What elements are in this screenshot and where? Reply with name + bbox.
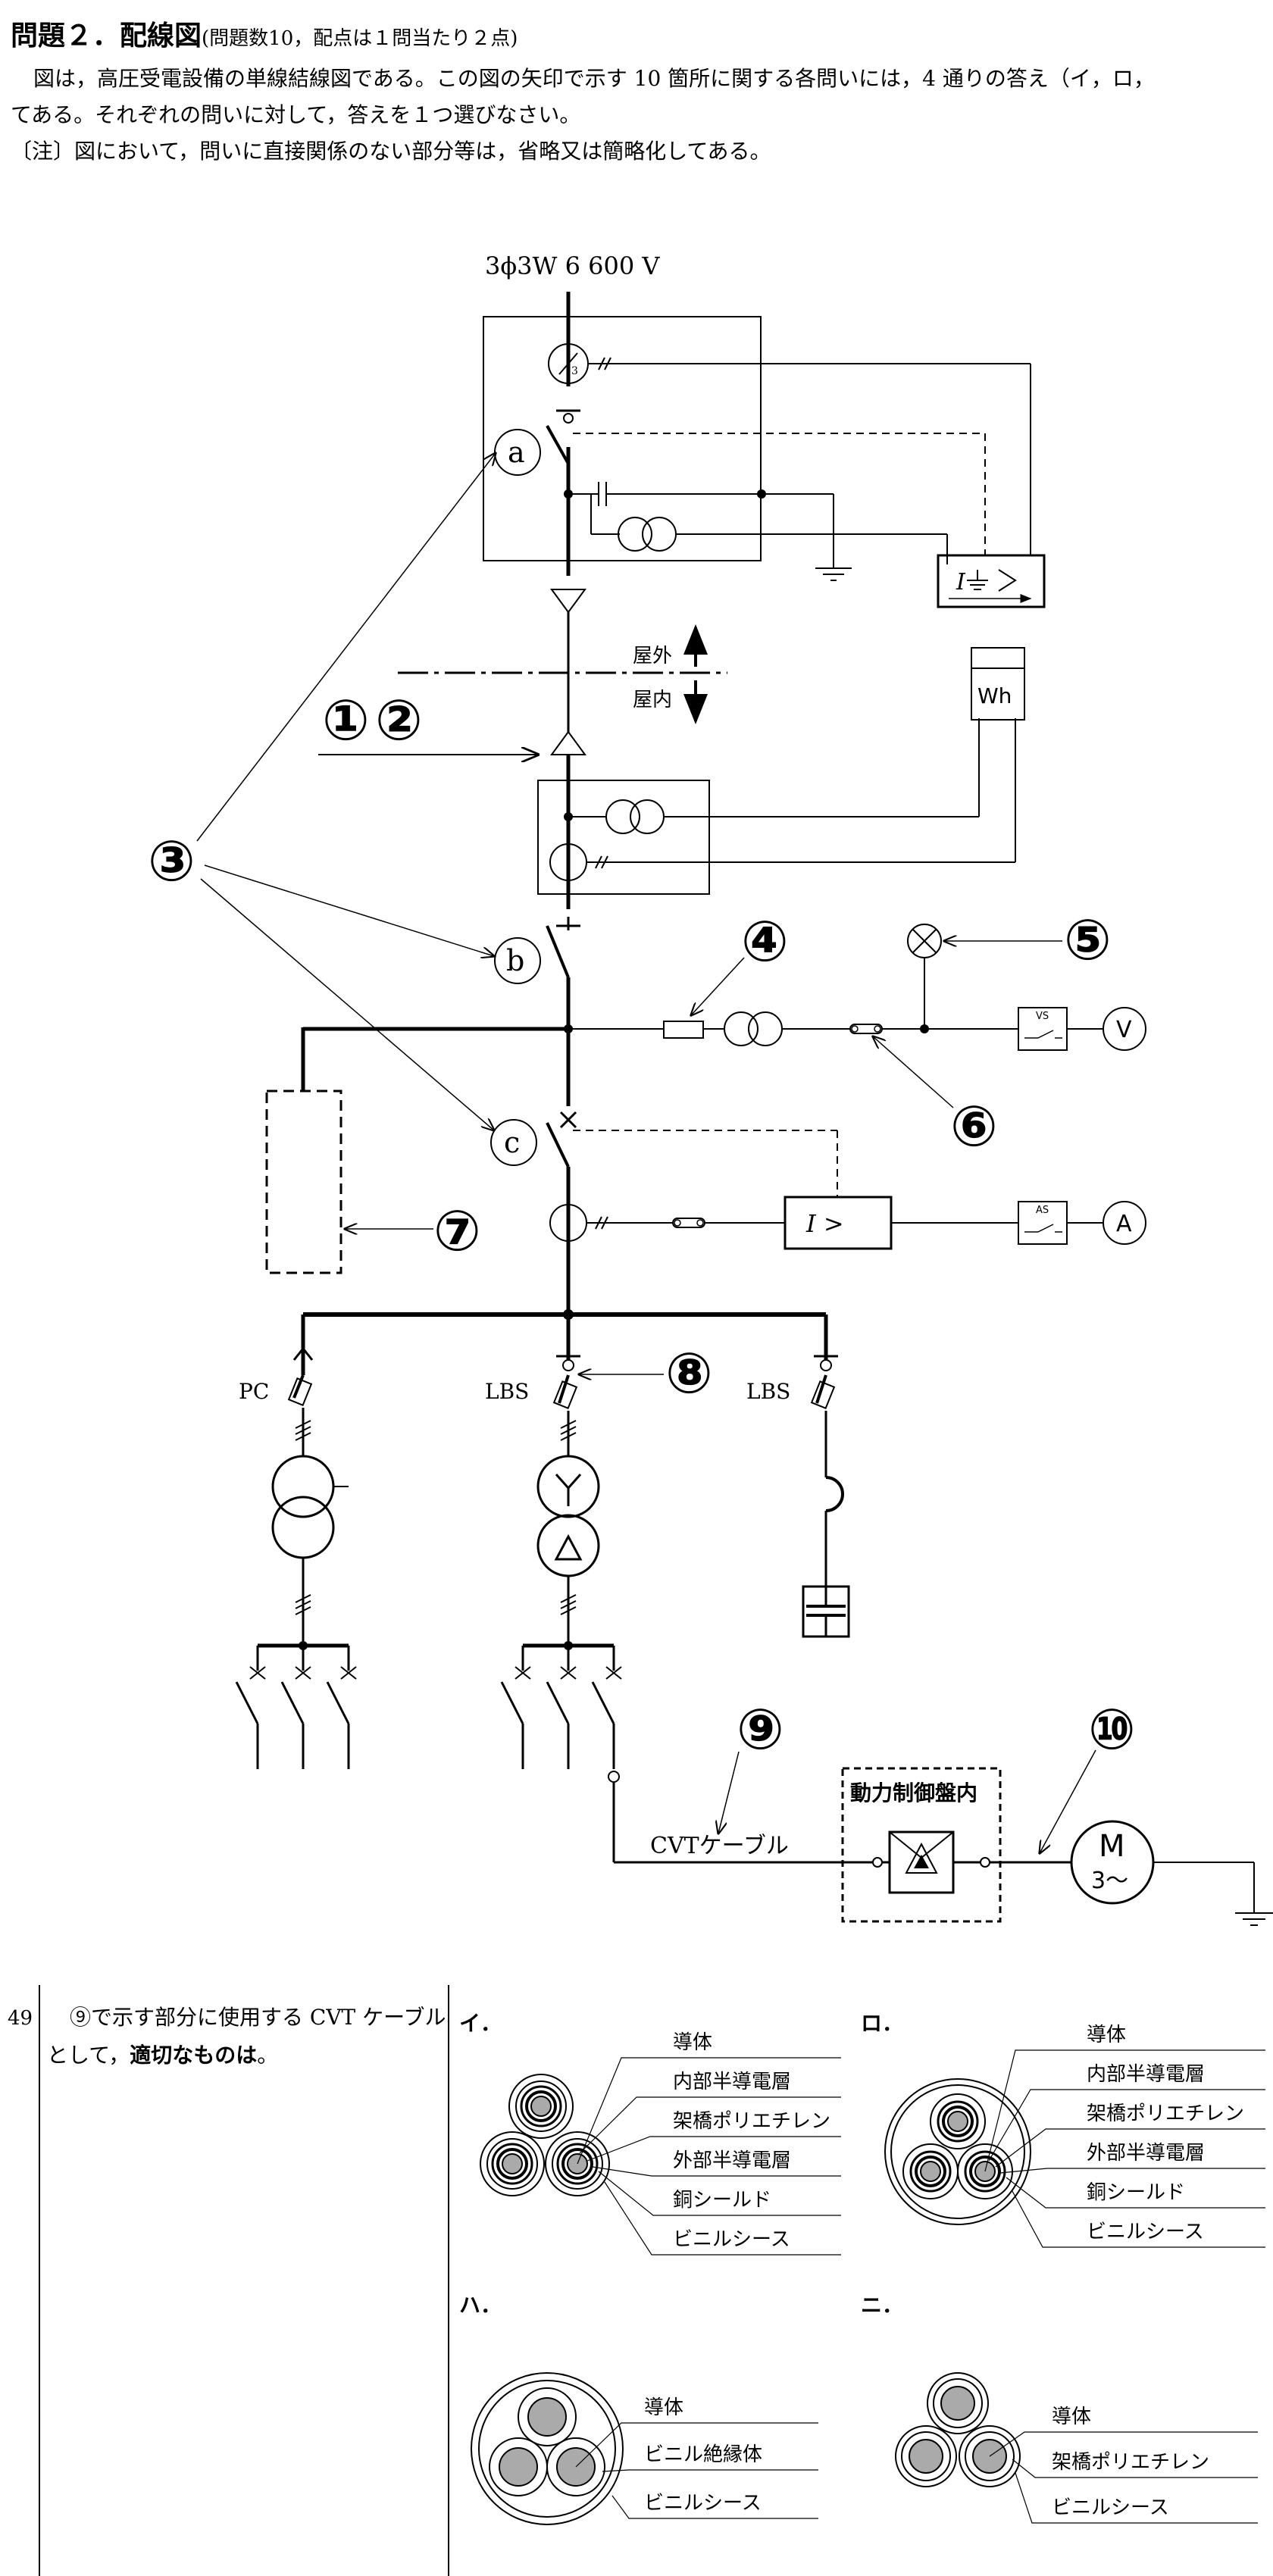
supply-label: 3ϕ3W 6 600 V <box>485 252 660 280</box>
option-ni-label-1: 導体 <box>1052 2406 1091 2428</box>
evt-circle-1 <box>618 517 652 552</box>
transformer-2-secondary <box>536 1514 600 1577</box>
panel-label: 動力制御盤内 <box>850 1780 977 1805</box>
option-ni-key: ニ． <box>861 2293 903 2318</box>
ocr-relay-label: I > <box>805 1209 844 1238</box>
motor-sub-label: 3～ <box>1091 1868 1128 1894</box>
marker-2: ② <box>375 688 423 753</box>
lbs-fuse <box>552 1380 578 1409</box>
cvt-cable-label: CVTケーブル <box>650 1833 789 1859</box>
option-i-key: イ． <box>459 2011 502 2036</box>
option-ro-label-5: 銅シールド <box>1087 2181 1185 2204</box>
transformer-1-primary <box>271 1455 335 1518</box>
option-i-label-5: 銅シールド <box>673 2189 771 2212</box>
instructions-line2: てある。それぞれの問いに対して，答えを１つ選びなさい。 <box>11 102 581 127</box>
marker-7: ⑦ <box>433 1199 481 1264</box>
ugs-box <box>483 316 762 561</box>
option-ni-label-2: 架橋ポリエチレン <box>1052 2451 1209 2474</box>
marker-3: ③ <box>148 829 195 894</box>
vct-box <box>537 780 710 895</box>
question-text-1: ⑨で示す部分に使用する CVT ケーブル <box>70 2005 446 2030</box>
marker-4: ④ <box>741 909 789 974</box>
wh-label: Wh <box>977 683 1012 708</box>
option-i-label-2: 内部半導電層 <box>673 2071 791 2093</box>
option-i-label-1: 導体 <box>673 2031 712 2054</box>
option-ro-label-3: 架橋ポリエチレン <box>1087 2102 1244 2125</box>
title-subtitle: (問題数10，配点は１問当たり２点) <box>202 27 518 50</box>
motor-label: M <box>1099 1829 1125 1864</box>
instructions-line1: 図は，高圧受電設備の単線結線図である。この図の矢印で示す 10 箇所に関する各問… <box>33 66 1155 91</box>
evt-circle-2 <box>642 517 677 552</box>
letter-a: a <box>508 436 525 469</box>
power-control-panel <box>841 1767 1002 1923</box>
marker-10: ⑩ <box>1088 1697 1136 1762</box>
marker-1: ① <box>322 688 370 753</box>
option-i-label-6: ビニルシース <box>673 2228 790 2251</box>
option-i-cable <box>480 2074 610 2196</box>
letter-c-circle <box>490 1119 537 1166</box>
ammeter-label: A <box>1116 1211 1132 1237</box>
option-ro-label-6: ビニルシース <box>1087 2221 1204 2243</box>
question-text-2: として，適切なものは。 <box>47 2043 278 2068</box>
transformer-2-primary <box>536 1455 600 1518</box>
gr-relay-box <box>937 554 1046 608</box>
marker-6: ⑥ <box>950 1094 998 1159</box>
option-ha-key: ハ． <box>459 2293 502 2318</box>
marker-5: ⑤ <box>1064 908 1112 973</box>
voltmeter-label: V <box>1116 1017 1132 1043</box>
wh-meter <box>971 647 1025 721</box>
as-label: AS <box>1036 1205 1049 1216</box>
vs-label: VS <box>1036 1011 1049 1022</box>
instructions-note: 〔注〕図において，問いに直接関係のない部分等は，省略又は簡略化してある。 <box>11 139 771 164</box>
future-equipment-box <box>265 1089 342 1274</box>
option-ro-label-1: 導体 <box>1087 2024 1126 2046</box>
lbs-label-1: LBS <box>485 1379 529 1404</box>
option-ha-label-1: 導体 <box>644 2396 683 2419</box>
marker-9: ⑨ <box>737 1697 784 1762</box>
ammeter <box>1103 1201 1146 1245</box>
option-ha-cable <box>471 2372 624 2525</box>
option-ni-cable <box>895 2372 1021 2487</box>
option-ha-label-3: ビニルシース <box>644 2492 762 2515</box>
option-i-label-4: 外部半導電層 <box>673 2149 791 2172</box>
pc-label: PC <box>239 1379 269 1404</box>
option-ni-label-3: ビニルシース <box>1052 2496 1169 2519</box>
option-ha-label-2: ビニル絶縁体 <box>644 2443 762 2466</box>
switch-c <box>546 1122 570 1168</box>
option-ro-label-2: 内部半導電層 <box>1087 2063 1205 2086</box>
option-i-label-3: 架橋ポリエチレン <box>673 2110 830 2133</box>
switch-a <box>546 425 570 464</box>
indoor-label: 屋内 <box>633 689 672 711</box>
letter-b-circle <box>494 937 541 984</box>
transformer-1-secondary <box>271 1496 335 1559</box>
letter-c: c <box>504 1126 520 1159</box>
switch-b <box>546 925 570 978</box>
option-ro-label-4: 外部半導電層 <box>1087 2142 1205 2165</box>
voltmeter <box>1103 1007 1146 1051</box>
question-number: 49 <box>8 2007 33 2030</box>
svg-text:3: 3 <box>571 365 578 377</box>
page-title: 問題２．配線図(問題数10，配点は１問当たり２点) <box>11 14 518 53</box>
option-ro-cable <box>884 2078 1031 2225</box>
marker-8: ⑧ <box>665 1341 713 1406</box>
gr-relay-i: I <box>956 569 966 596</box>
option-ro-key: ロ． <box>861 2011 903 2036</box>
pf-fuse <box>663 1021 704 1039</box>
pilot-lamp <box>907 924 942 958</box>
outdoor-label: 屋外 <box>633 645 672 667</box>
letter-b: b <box>506 944 524 977</box>
title-text: 問題２．配線図 <box>11 20 202 52</box>
series-reactor <box>825 1476 844 1512</box>
lbs-label-2: LBS <box>746 1379 790 1404</box>
